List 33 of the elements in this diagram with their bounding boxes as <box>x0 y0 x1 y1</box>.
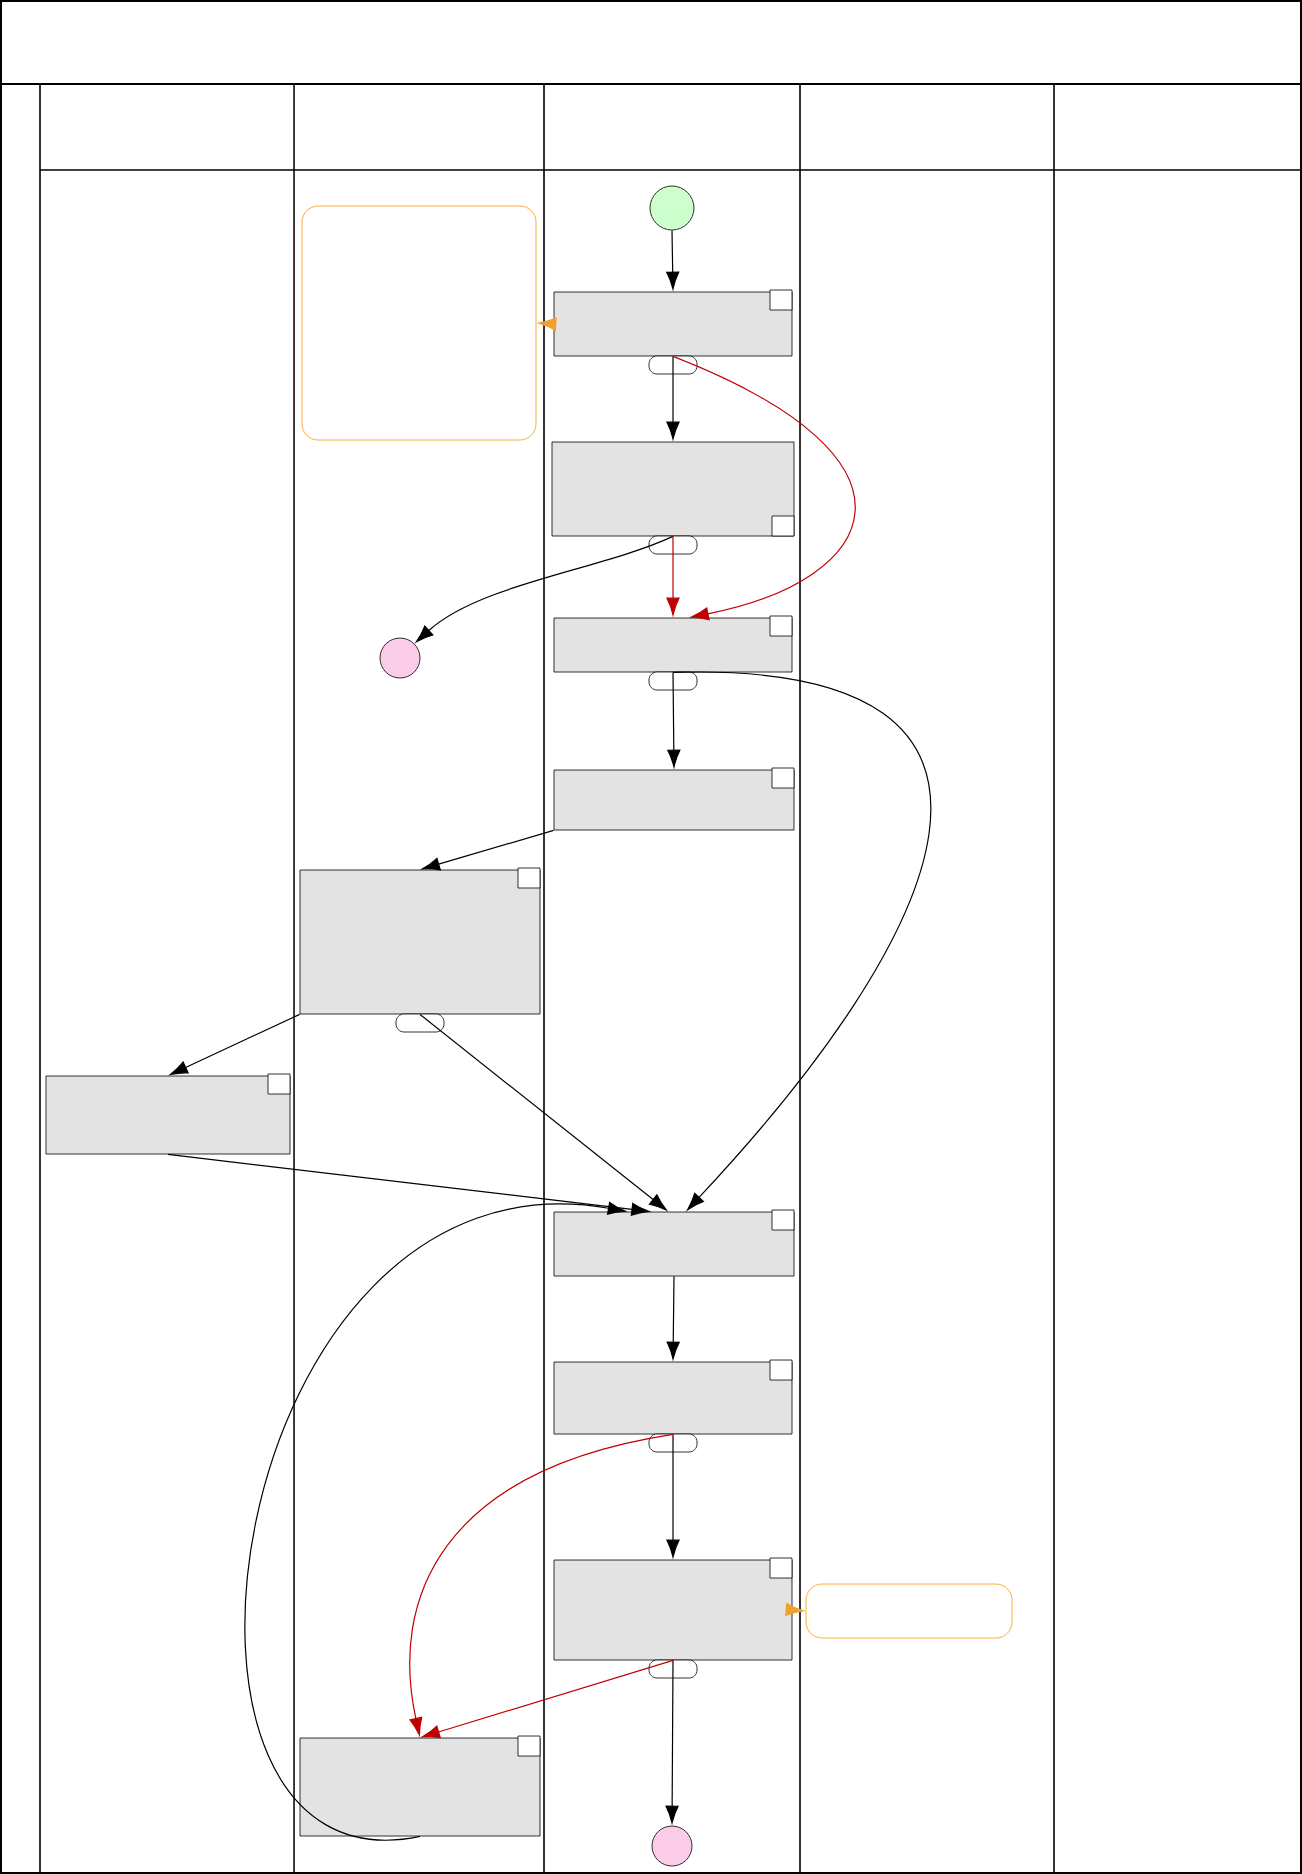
arrow <box>538 317 557 331</box>
arrow <box>672 671 930 1211</box>
arrow <box>666 355 680 440</box>
arrow <box>421 829 555 871</box>
process-box <box>553 289 793 375</box>
arrow <box>672 355 856 621</box>
arrow <box>415 535 674 643</box>
arrow <box>665 1659 679 1824</box>
end-circle <box>651 1825 693 1867</box>
note-box <box>805 1583 1013 1639</box>
note-box <box>301 205 537 441</box>
process-box <box>299 1735 541 1837</box>
process-box <box>299 867 541 1033</box>
process-box <box>553 1209 795 1277</box>
arrow <box>419 1013 667 1211</box>
process-box <box>45 1073 291 1155</box>
arrow <box>667 671 681 768</box>
process-box <box>553 767 795 831</box>
process-box <box>551 441 795 555</box>
arrow <box>169 1013 301 1076</box>
arrow <box>409 1433 674 1736</box>
end-circle <box>379 637 421 679</box>
arrow <box>666 1275 680 1360</box>
arrow <box>666 229 680 290</box>
process-box <box>553 1359 793 1453</box>
arrow <box>666 535 680 616</box>
process-box <box>553 1557 793 1679</box>
arrow <box>785 1603 804 1617</box>
arrow <box>421 1659 674 1739</box>
start-circle <box>649 185 695 231</box>
arrow <box>167 1153 650 1216</box>
arrow <box>666 1433 680 1558</box>
process-box <box>553 615 793 691</box>
